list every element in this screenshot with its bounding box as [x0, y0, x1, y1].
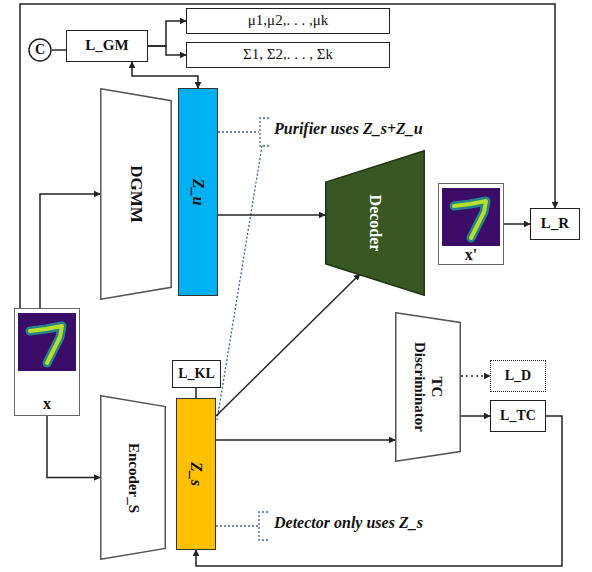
constant-circle: C — [28, 38, 52, 62]
loss-box: L_KL — [172, 360, 221, 388]
connector — [461, 415, 490, 417]
connector — [148, 21, 186, 46]
node-text: x — [43, 395, 51, 413]
connector — [196, 416, 562, 566]
node-text: Decoder — [366, 195, 384, 252]
node-text: C — [35, 42, 45, 58]
digit-image — [442, 188, 500, 246]
node-text: TC Discriminator — [411, 337, 446, 437]
connector — [40, 194, 100, 308]
loss-box: L_R — [530, 208, 580, 240]
annotation: Detector only uses Z_s — [272, 514, 425, 532]
latent-vector: Z_u — [178, 88, 218, 296]
leader-line — [216, 525, 258, 526]
connector — [216, 439, 395, 441]
bracket — [259, 512, 268, 540]
connector — [20, 4, 555, 308]
bracket — [260, 118, 269, 146]
loss-box: L_TC — [490, 400, 546, 432]
connector — [504, 223, 530, 225]
node-text: μ1,μ2,. . . ,μk — [248, 12, 328, 29]
image-box: x — [14, 308, 80, 416]
latent-vector: Z_s — [176, 398, 216, 550]
loss-box: L_GM — [66, 30, 148, 62]
encoder-block: Encoder_S — [100, 395, 166, 560]
annotation: Purifier uses Z_s+Z_u — [272, 120, 425, 138]
connector — [195, 388, 197, 398]
node-text: DGMM — [126, 165, 146, 223]
node-text: L_TC — [500, 408, 536, 424]
encoder-block: DGMM — [100, 88, 172, 300]
connector — [461, 375, 490, 377]
connector — [47, 416, 100, 478]
node-text: L_D — [505, 368, 531, 384]
node-text: Encoder_S — [124, 442, 141, 512]
connector — [216, 274, 360, 416]
node-text: Z_s — [187, 462, 205, 486]
leader-line — [218, 131, 259, 132]
parameter-box: Σ1, Σ2,. . . , Σk — [186, 42, 390, 68]
node-text: L_GM — [85, 37, 128, 54]
parameter-box: μ1,μ2,. . . ,μk — [186, 8, 390, 34]
loss-box: L_D — [490, 360, 546, 392]
node-text: Σ1, Σ2,. . . , Σk — [243, 46, 333, 63]
node-text: x' — [465, 246, 477, 264]
connector — [148, 46, 186, 55]
node-text: Z_u — [189, 179, 207, 206]
node-text: L_R — [541, 215, 569, 232]
image-box: x' — [438, 183, 504, 265]
decoder-block: Decoder — [325, 150, 425, 296]
digit-image — [18, 313, 76, 371]
node-text: L_KL — [178, 366, 215, 382]
leader-line — [217, 146, 262, 420]
connector — [218, 214, 325, 216]
discriminator-block: TC Discriminator — [395, 312, 461, 462]
connector — [52, 49, 66, 51]
